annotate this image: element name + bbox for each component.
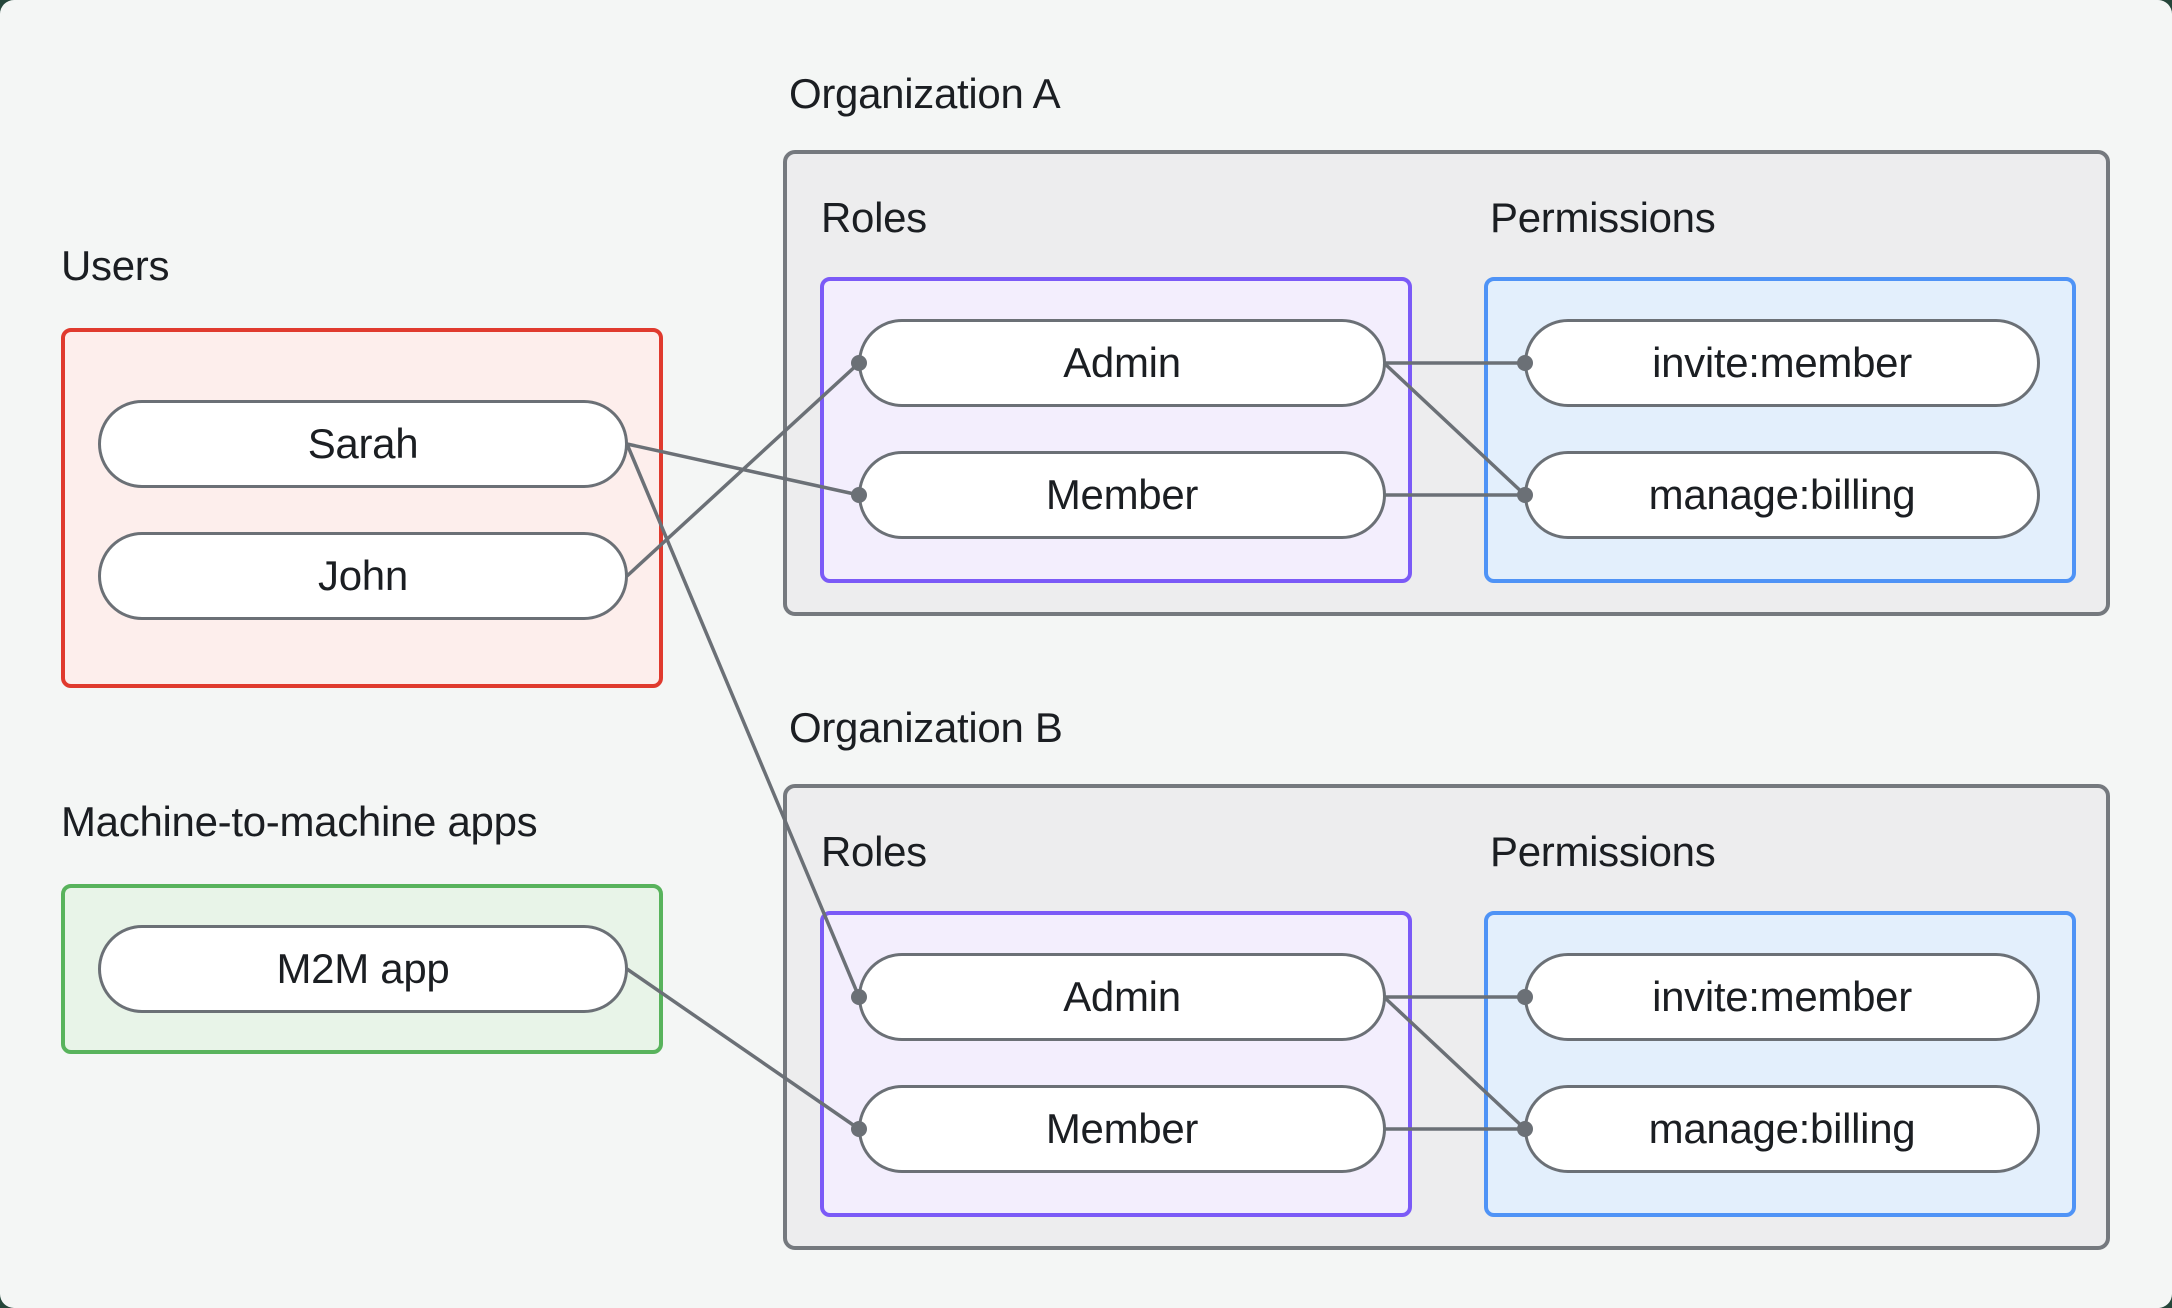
org-b-roles-label: Roles bbox=[821, 828, 927, 875]
org-b-role-member: Member bbox=[858, 1085, 1386, 1173]
user-node-john: John bbox=[98, 532, 628, 620]
org-a-role-admin: Admin bbox=[858, 319, 1386, 407]
m2m-group-label: Machine-to-machine apps bbox=[61, 798, 538, 845]
org-b-permission-manage-billing: manage:billing bbox=[1524, 1085, 2040, 1173]
user-node-sarah: Sarah bbox=[98, 400, 628, 488]
org-a-permission-manage-billing: manage:billing bbox=[1524, 451, 2040, 539]
org-a-permissions-label: Permissions bbox=[1490, 194, 1716, 241]
org-a-roles-label: Roles bbox=[821, 194, 927, 241]
org-a-label: Organization A bbox=[789, 70, 1061, 117]
org-b-label: Organization B bbox=[789, 704, 1063, 751]
org-b-role-admin: Admin bbox=[858, 953, 1386, 1041]
org-a-role-member: Member bbox=[858, 451, 1386, 539]
org-b-permissions-label: Permissions bbox=[1490, 828, 1716, 875]
org-a-permission-invite-member: invite:member bbox=[1524, 319, 2040, 407]
users-group-box bbox=[61, 328, 663, 688]
users-group-label: Users bbox=[61, 242, 170, 289]
m2m-app-node: M2M app bbox=[98, 925, 628, 1013]
org-b-permission-invite-member: invite:member bbox=[1524, 953, 2040, 1041]
